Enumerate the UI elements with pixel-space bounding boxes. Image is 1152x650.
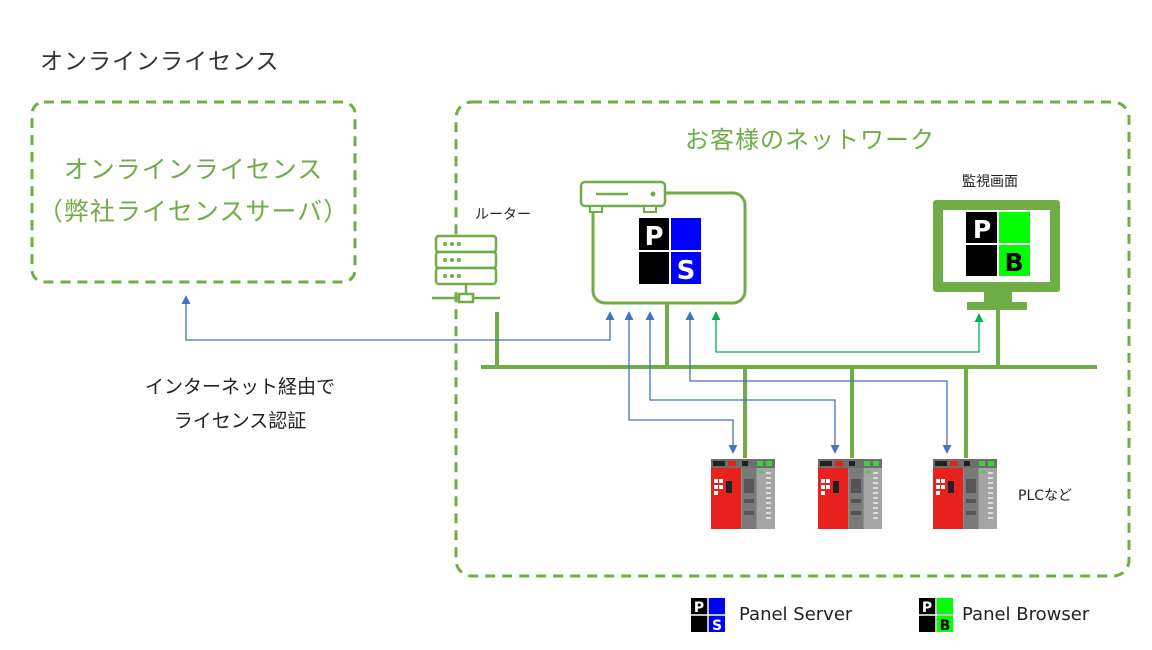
panel-browser-logo: P B [966,212,1030,277]
legend-panel-browser: Panel Browser [962,604,1090,625]
internet-note-line2: ライセンス認証 [173,410,307,432]
customer-network-label: お客様のネットワーク [685,126,935,154]
ps-plc2-arrow [645,311,840,454]
plc-device-3 [933,459,997,529]
router-icon [432,234,500,304]
ps-logo-p: P [644,222,663,252]
legend-pb-logo: P B [919,598,953,634]
license-server-box [30,100,357,284]
legend-ps-logo: P S [691,598,725,634]
page-title: オンラインライセンス [40,49,280,75]
svg-text:B: B [940,618,951,634]
customer-network-box [454,100,1131,578]
panel-server-logo: P S [639,218,701,286]
ps-plc3-arrow [685,311,952,454]
ps-browser-arrow [711,311,984,353]
legend-panel-server: Panel Server [739,604,853,625]
internet-note-line1: インターネット経由で [144,376,335,398]
pb-logo-p: P [973,215,991,244]
monitor-label: 監視画面 [962,174,1018,190]
plc-label: PLCなど [1018,488,1073,504]
license-server-label-line2: （弊社ライセンスサーバ） [37,197,350,226]
license-server-label-line1: オンラインライセンス [63,155,324,184]
router-label: ルーター [475,207,531,223]
ps-logo-s: S [677,256,696,286]
plc-device-2 [818,459,882,529]
ps-plc1-arrow [624,311,738,454]
svg-text:S: S [712,618,722,634]
plc-device-1 [711,459,775,529]
svg-text:P: P [922,600,932,616]
svg-text:P: P [694,600,704,616]
internet-note: インターネット経由で ライセンス認証 [110,370,370,438]
pb-logo-b: B [1004,248,1023,277]
license-arrow [181,295,615,341]
